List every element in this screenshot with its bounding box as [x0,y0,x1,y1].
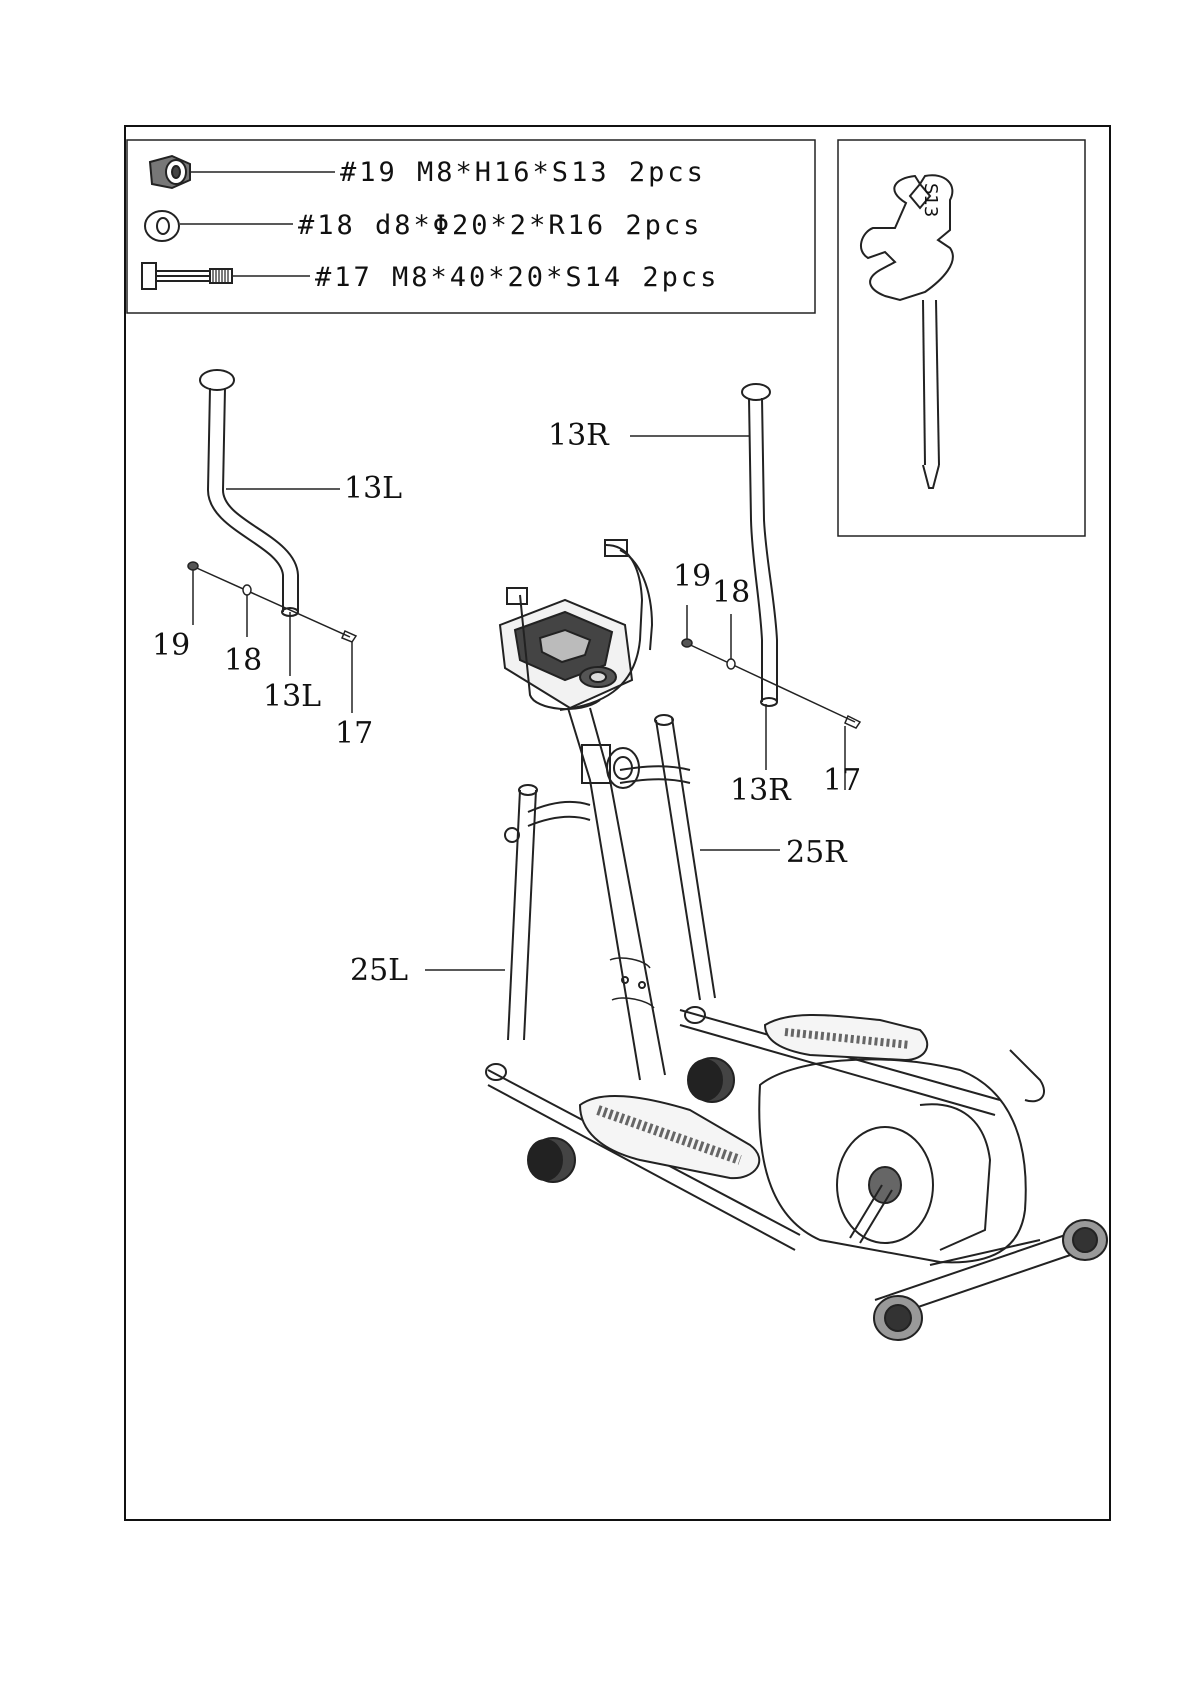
tool-box: S13 [838,140,1085,536]
elliptical-machine [486,540,1107,1340]
hardware-spec-17: #17 M8*40*20*S14 2pcs [315,262,719,293]
flywheel-housing [759,1059,1025,1262]
label-13l-top: 13L [344,471,402,506]
bolt-icon [142,263,232,289]
label-18-right: 18 [712,575,750,610]
hardware-spec-19: #19 M8*H16*S13 2pcs [340,157,706,188]
label-19-right: 19 [673,559,711,594]
label-19-left: 19 [152,628,190,663]
right-handlebar [742,384,777,706]
label-13r-top: 13R [548,418,610,453]
label-25r: 25R [786,835,848,870]
front-stabilizer [875,1230,1080,1300]
label-17-right: 17 [823,763,861,798]
label-25l: 25L [350,953,408,988]
label-13r-bottom: 13R [730,773,792,808]
nut-icon [150,156,190,188]
label-13l-bottom: 13L [263,679,321,714]
label-17-left: 17 [335,716,373,751]
hardware-box: #19 M8*H16*S13 2pcs #18 d8*Φ20*2*R16 2pc… [127,140,815,313]
left-handlebar [200,370,298,616]
label-18-left: 18 [224,643,262,678]
wrench-screwdriver-icon [861,175,953,488]
hardware-spec-18: #18 d8*Φ20*2*R16 2pcs [298,210,702,241]
washer-icon [145,211,179,241]
tool-size-mark: S13 [920,183,941,217]
